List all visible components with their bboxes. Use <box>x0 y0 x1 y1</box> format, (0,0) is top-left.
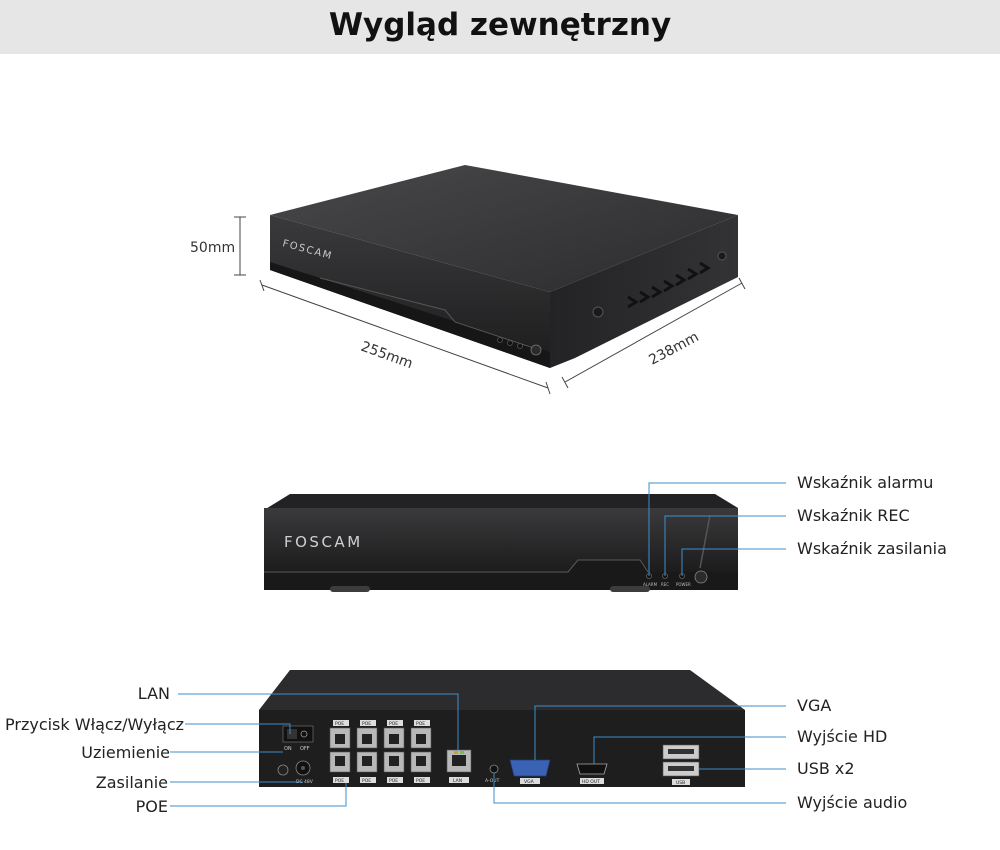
led-text-rec: REC <box>661 582 669 587</box>
usb-port-text: USB <box>676 780 685 786</box>
label-alarm-indicator: Wskaźnik alarmu <box>797 473 934 492</box>
label-poe: POE <box>135 797 168 816</box>
label-audio-out: Wyjście audio <box>797 793 908 812</box>
poe-text-2: POE <box>362 721 371 727</box>
dimension-lines <box>234 216 746 395</box>
lan-port-text: LAN <box>453 778 462 784</box>
aout-text: A-OUT <box>485 778 500 784</box>
poe-ports: POE POE POE POE POE POE POE POE <box>329 720 432 784</box>
label-usb: USB x2 <box>797 759 855 778</box>
dc-text: DC 48V <box>296 779 314 785</box>
label-power-supply: Zasilanie <box>95 773 168 792</box>
device-3d-view: FOSCAM <box>270 165 738 368</box>
poe-text-7: POE <box>389 778 398 784</box>
dimension-height: 50mm <box>190 240 235 256</box>
poe-text-5: POE <box>335 778 344 784</box>
poe-text-3: POE <box>389 721 398 727</box>
brand-logo-front: FOSCAM <box>284 533 363 551</box>
rear-leader-lines <box>170 693 786 807</box>
switch-off-text: OFF <box>300 746 310 752</box>
dimension-width: 255mm <box>359 339 415 373</box>
side-vents <box>627 261 711 309</box>
device-front-view: ALARM REC POWER FOSCAM <box>264 494 738 592</box>
label-power-indicator: Wskaźnik zasilania <box>797 539 947 558</box>
poe-text-4: POE <box>416 721 425 727</box>
hdout-text: HD OUT <box>582 779 600 785</box>
label-hd-out: Wyjście HD <box>797 727 888 746</box>
device-rear-view: ON OFF DC 48V <box>259 670 745 787</box>
poe-text-1: POE <box>335 721 344 727</box>
label-vga: VGA <box>797 696 832 715</box>
poe-text-6: POE <box>362 778 371 784</box>
dimension-depth: 238mm <box>646 329 701 368</box>
page-title: Wygląd zewnętrzny <box>328 7 672 43</box>
led-text-alarm: ALARM <box>643 582 658 587</box>
led-text-power: POWER <box>676 582 691 587</box>
front-leader-lines <box>648 482 786 576</box>
title-bar <box>0 0 1000 54</box>
label-power-switch: Przycisk Włącz/Wyłącz <box>5 715 185 734</box>
switch-on-text: ON <box>284 746 292 752</box>
label-lan: LAN <box>137 684 170 703</box>
poe-text-8: POE <box>416 778 425 784</box>
label-rec-indicator: Wskaźnik REC <box>797 506 910 525</box>
label-ground: Uziemienie <box>81 743 170 762</box>
vga-port-text: VGA <box>524 779 535 785</box>
